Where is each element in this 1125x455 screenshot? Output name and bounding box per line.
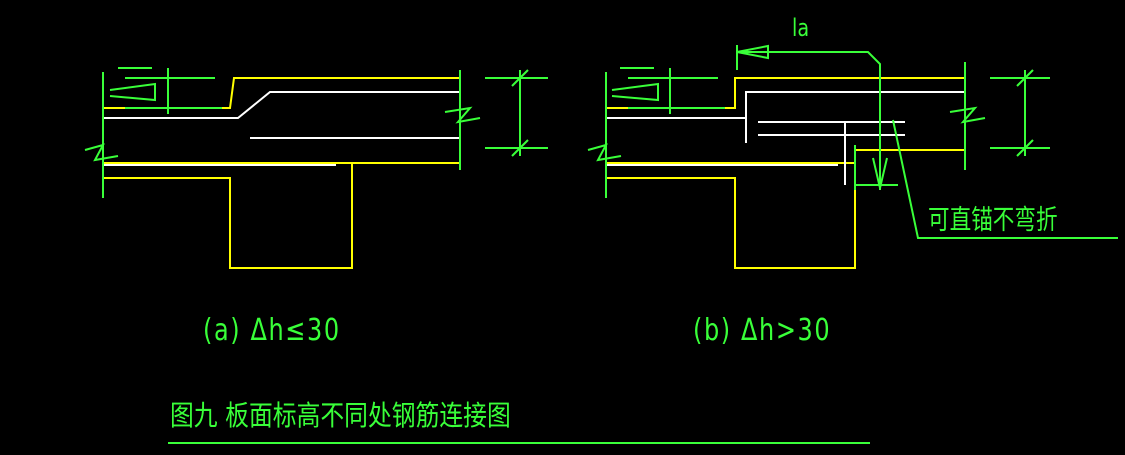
rebars-a: [103, 91, 460, 166]
concrete-outline-a: [103, 77, 460, 269]
annotation-a: [84, 67, 548, 198]
caption-a: (a) Δh≤30: [203, 313, 341, 348]
straight-anchor-note: 可直锚不弯折: [928, 205, 1058, 236]
concrete-outline-b: [606, 77, 965, 269]
diagram-a: [84, 67, 548, 269]
diagram-b: [168, 44, 1118, 444]
caption-b: (b) Δh>30: [693, 313, 832, 348]
rebars-b: [606, 91, 965, 185]
annotation-b: [168, 44, 1118, 444]
anchor-length-label: la: [792, 14, 810, 42]
figure-title: 图九 板面标高不同处钢筋连接图: [170, 399, 511, 432]
